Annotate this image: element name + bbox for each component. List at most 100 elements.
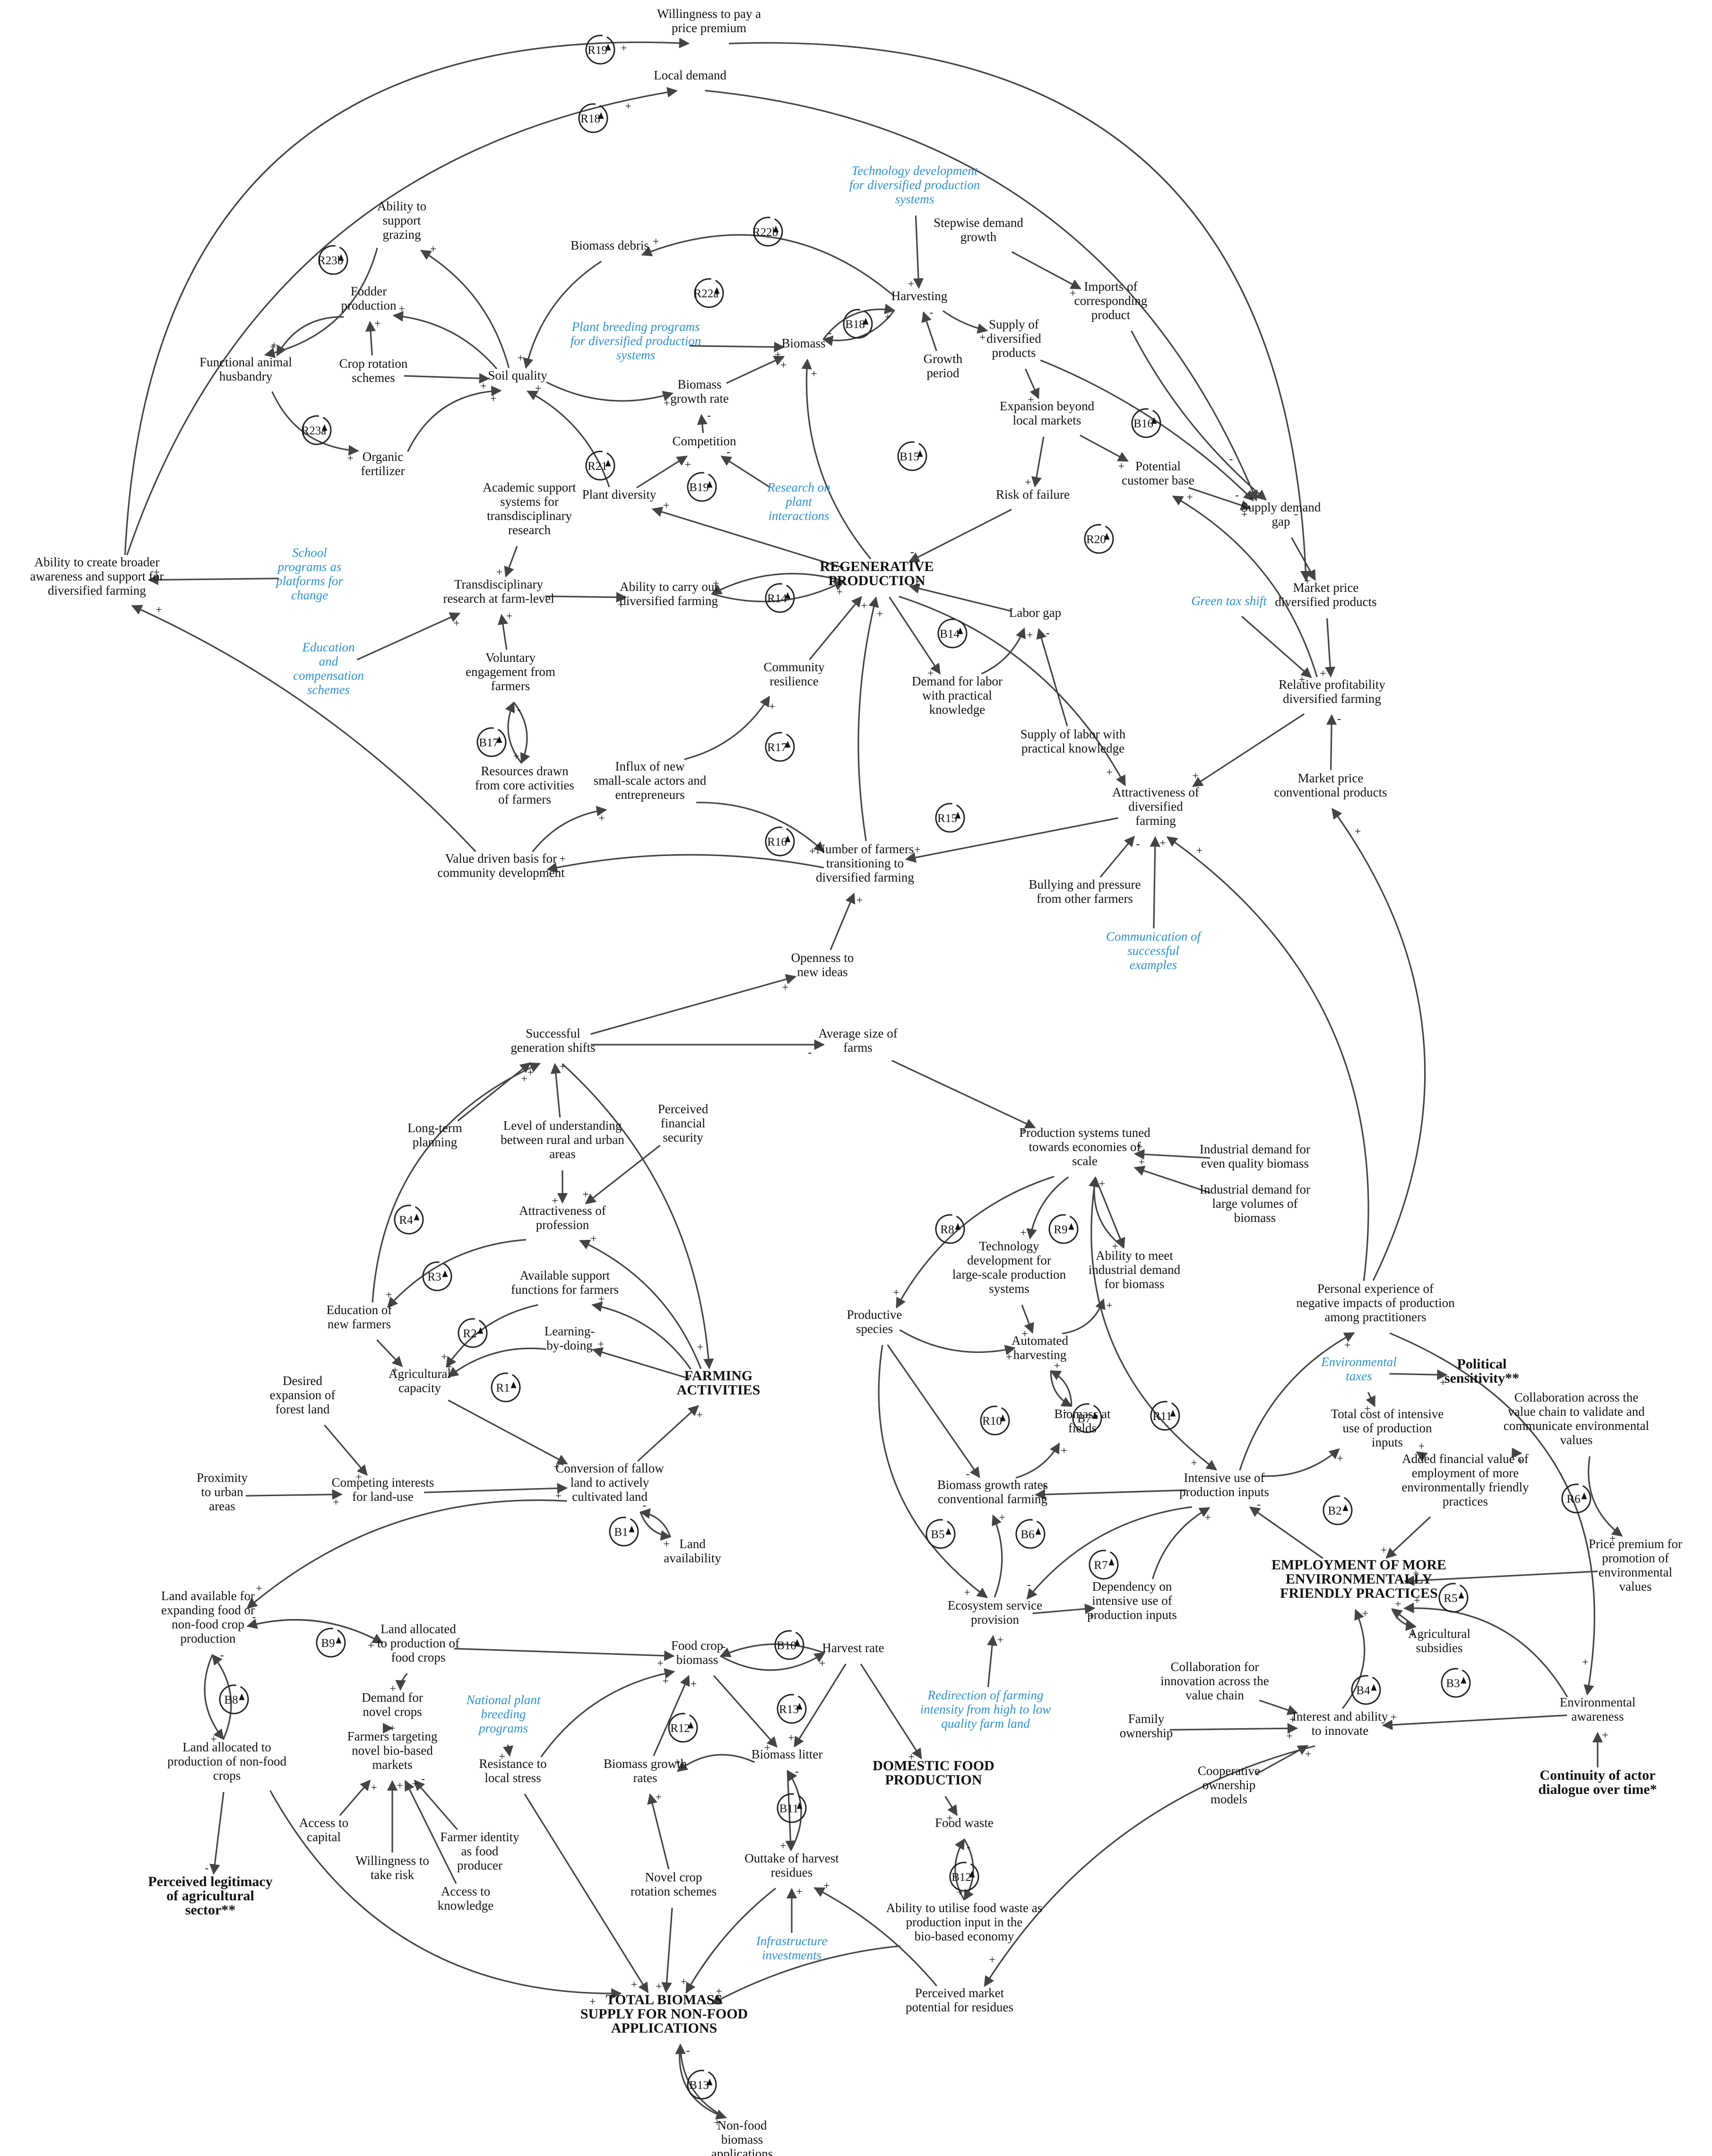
variable-label-line: product xyxy=(1091,308,1131,322)
loop-arc-icon xyxy=(765,826,795,857)
variable-label-line: Family xyxy=(1128,1712,1165,1726)
variable-label-line: production xyxy=(181,1631,236,1645)
loop-b8: B8 xyxy=(219,1684,249,1714)
variable-local-demand: Local demand xyxy=(654,68,726,82)
polarity-sign: + xyxy=(997,1634,1004,1646)
causal-link-regen-to-ability_div xyxy=(711,572,844,595)
loop-label: R20 xyxy=(1086,533,1106,546)
variable-label-line: diversified farming xyxy=(816,870,914,884)
polarity-sign: + xyxy=(631,1979,638,1991)
causal-link-novel_crop_rot-to-biomass_growth_rates xyxy=(647,1793,670,1870)
variable-label-line: sensitivity** xyxy=(1444,1370,1519,1386)
variable-label-line: Conversion of fallow xyxy=(555,1461,664,1475)
loop-direction-arrow-icon xyxy=(945,1528,951,1535)
variable-soil-quality: Soil quality xyxy=(488,368,547,382)
loop-label: B15 xyxy=(899,450,919,463)
variable-label-line: food crops xyxy=(391,1650,446,1664)
polarity-sign: + xyxy=(664,397,670,409)
polarity-sign: + xyxy=(398,303,405,315)
variable-label-line: Food waste xyxy=(935,1816,994,1830)
variable-label-line: Automated xyxy=(1012,1333,1068,1348)
variable-label-line: bio-based economy xyxy=(915,1929,1014,1943)
causal-link-ecosystem-to-dependency xyxy=(1032,1603,1096,1614)
polarity-sign: + xyxy=(1191,1457,1197,1469)
variable-label-line: Perceived market xyxy=(915,1986,1004,2000)
causal-link-production_scale-to-tech_dev_large xyxy=(1026,1176,1069,1240)
loop-arc-icon xyxy=(777,1694,807,1724)
variable-label-line: Land allocated to xyxy=(182,1740,271,1754)
polarity-sign: + xyxy=(1418,1440,1425,1453)
loop-direction-arrow-icon xyxy=(629,1525,635,1533)
causal-link-crop_rotation-to-fodder xyxy=(365,320,376,356)
polarity-sign: + xyxy=(499,1750,505,1763)
causal-link-automated-to-ability_industrial xyxy=(1062,1298,1106,1334)
variable-label-line: ownership xyxy=(1120,1726,1173,1740)
loop-b10: B10 xyxy=(774,1630,804,1660)
loop-label: R8 xyxy=(940,1223,954,1236)
variable-label-line: production inputs xyxy=(1179,1485,1269,1499)
variable-label-line: Collaboration across the xyxy=(1514,1390,1638,1404)
loop-arc-icon xyxy=(1561,1483,1591,1514)
loop-direction-arrow-icon xyxy=(1151,417,1157,424)
polarity-sign: + xyxy=(589,1996,596,2008)
loop-label: R10 xyxy=(982,1415,1002,1428)
variable-label-line: large-scale production xyxy=(952,1267,1066,1281)
causal-link-wtp-to-market_price_div xyxy=(728,42,1311,582)
polarity-sign: + xyxy=(716,1986,722,1998)
causal-link-market_price_div-to-relative_profit xyxy=(1324,618,1336,678)
variable-label-line: awareness xyxy=(1572,1709,1624,1723)
causal-link-interest_innov-to-employment xyxy=(1342,1609,1366,1709)
variable-label-line: even quality biomass xyxy=(1201,1156,1309,1170)
variable-label-line: Cooperative xyxy=(1198,1764,1260,1778)
variable-label-line: gap xyxy=(1272,514,1290,528)
causal-link-conversion_fallow-to-farming_act xyxy=(637,1405,699,1462)
variable-label-line: Land available for xyxy=(161,1589,255,1603)
polarity-sign: + xyxy=(1025,476,1031,489)
polarity-sign: + xyxy=(1159,837,1166,849)
loop-b5: B5 xyxy=(925,1519,956,1549)
loop-label: R16 xyxy=(767,836,787,849)
causal-link-tech_dev_div-to-harvesting xyxy=(913,215,924,289)
causal-link-novel_crop_rot-to-total_biomass xyxy=(661,1907,673,1993)
polarity-sign: - xyxy=(1249,492,1253,504)
polarity-sign: - xyxy=(722,1641,726,1653)
causal-link-intensive_use-to-total_cost xyxy=(1262,1448,1340,1477)
polarity-sign: + xyxy=(506,610,513,623)
loop-b18: B18 xyxy=(843,309,873,339)
loop-direction-arrow-icon xyxy=(863,318,869,325)
loop-r4: R4 xyxy=(394,1204,424,1235)
loop-arc-icon xyxy=(316,1628,346,1658)
polarity-sign: + xyxy=(1320,668,1326,680)
variable-label-line: Long-term xyxy=(407,1121,462,1135)
variable-label-line: among practitioners xyxy=(1324,1310,1426,1324)
polarity-sign: + xyxy=(1118,460,1125,473)
loop-arc-icon xyxy=(1072,1403,1102,1433)
loop-direction-arrow-icon xyxy=(957,627,963,634)
variable-label-line: APPLICATIONS xyxy=(611,2020,717,2036)
causal-link-intensive_use-to-personal_exp xyxy=(1239,1332,1355,1471)
loop-arc-icon xyxy=(1131,408,1161,438)
variable-label-line: provision xyxy=(971,1612,1020,1627)
loop-arc-icon xyxy=(925,1519,956,1549)
polarity-sign: + xyxy=(1112,1241,1118,1253)
polarity-sign: + xyxy=(560,853,566,866)
causal-link-long_term-to-successful_gen xyxy=(457,1062,531,1122)
loop-direction-arrow-icon xyxy=(1092,1412,1098,1419)
loop-direction-arrow-icon xyxy=(442,1270,448,1277)
loop-label: B5 xyxy=(931,1528,944,1541)
loop-arc-icon xyxy=(897,441,927,471)
loop-label: B2 xyxy=(1328,1505,1341,1517)
polarity-sign: - xyxy=(795,1766,799,1778)
